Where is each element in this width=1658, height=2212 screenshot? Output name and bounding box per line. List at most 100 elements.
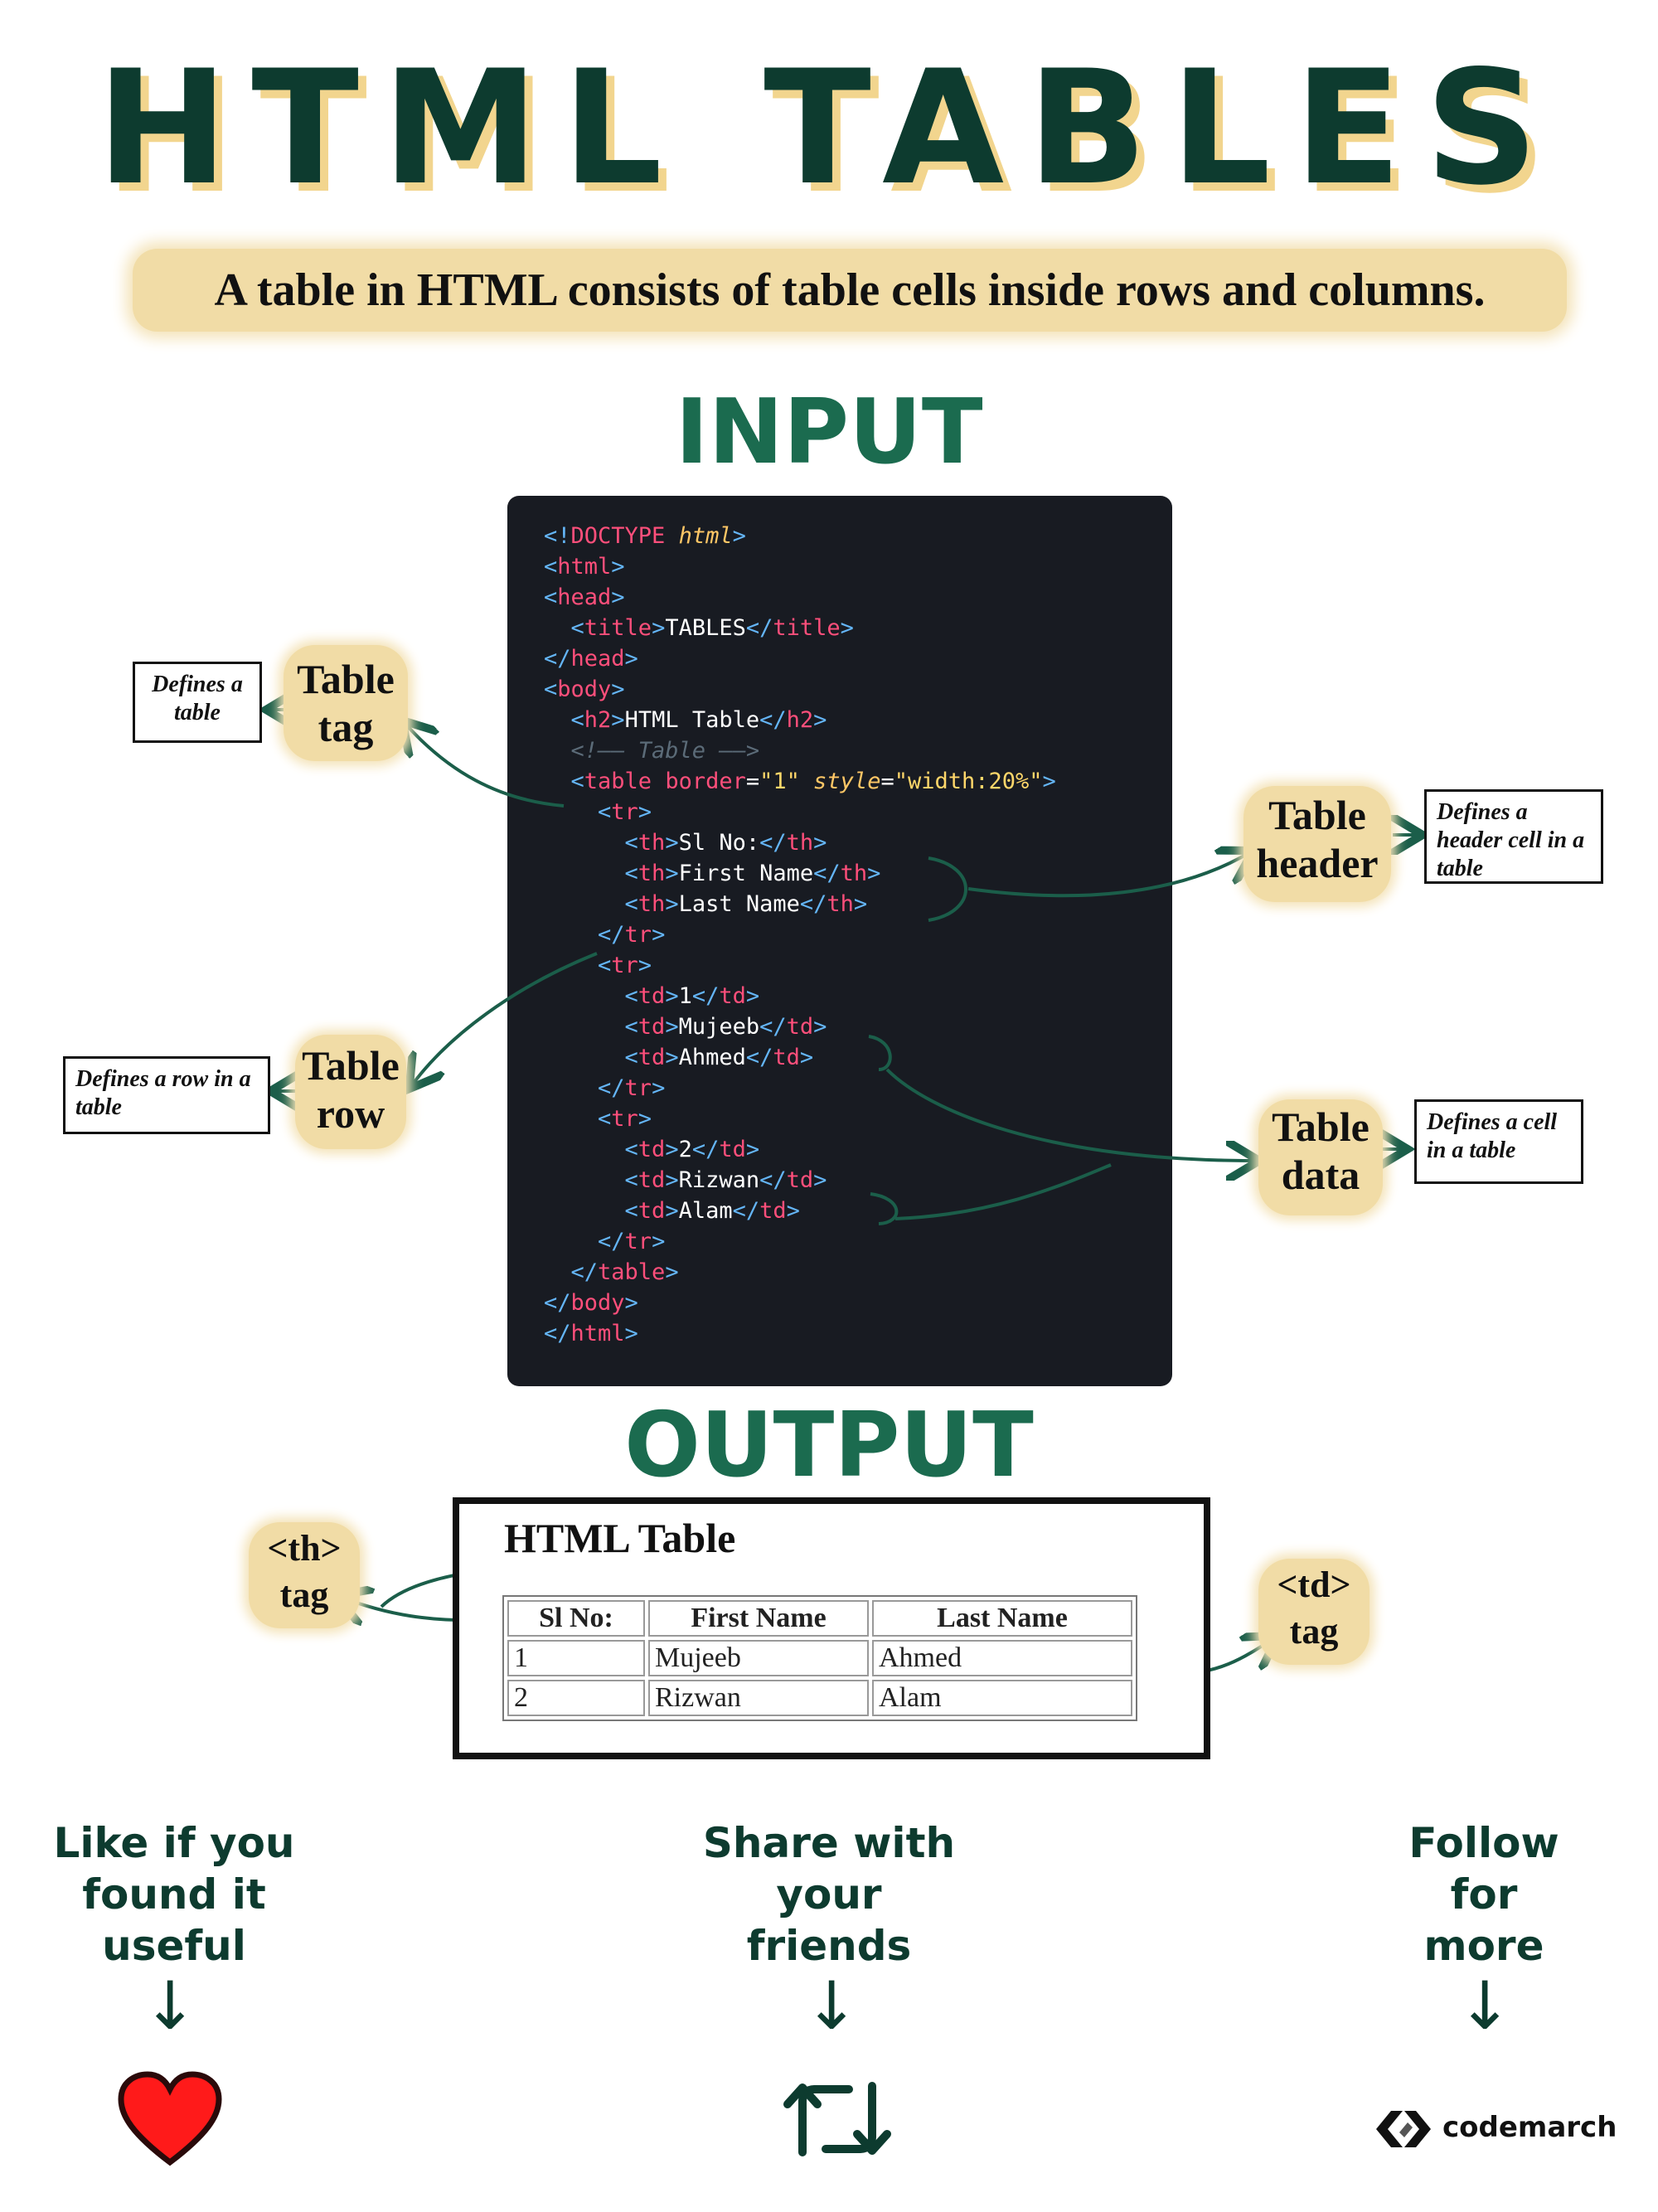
cta-follow: Follow for more <box>1343 1817 1625 1972</box>
code-token: tr <box>611 1106 638 1132</box>
code-token: table <box>598 1259 666 1285</box>
code-token: < <box>544 615 584 641</box>
label-table-data-l2: data <box>1281 1152 1360 1198</box>
label-table-data: Table data <box>1258 1103 1383 1199</box>
code-token: > <box>611 707 625 733</box>
code-line: <td>Ahmed</td> <box>544 1042 814 1073</box>
code-token: > <box>786 1198 800 1224</box>
label-th-tag-l2: tag <box>279 1574 329 1615</box>
code-token: td <box>786 1014 814 1040</box>
label-table-data-bg <box>1258 1099 1383 1215</box>
cta-like-l1: Like if you <box>53 1819 295 1867</box>
code-line: <tr> <box>544 797 652 827</box>
code-token: > <box>867 861 881 886</box>
code-token: < <box>544 769 584 794</box>
bracket-th <box>928 856 967 922</box>
code-token: title <box>773 615 841 641</box>
code-token: > <box>611 554 625 580</box>
code-line: </head> <box>544 643 638 674</box>
code-token: > <box>638 1106 652 1132</box>
repost-icon[interactable] <box>779 2069 895 2169</box>
code-token: < <box>544 861 638 886</box>
code-token: > <box>665 983 679 1009</box>
arrow-down-icon: ↓ <box>1457 1967 1513 2045</box>
label-table-header-l2: header <box>1256 840 1379 886</box>
label-table-tag-bg <box>284 645 408 761</box>
code-token: head <box>557 585 612 610</box>
code-token: </ <box>691 983 720 1009</box>
code-token: td <box>638 1137 666 1162</box>
code-token: > <box>652 1229 666 1254</box>
code-token: td <box>638 1014 666 1040</box>
code-token: > <box>665 830 679 856</box>
heart-icon[interactable] <box>116 2069 224 2169</box>
code-token: Ahmed <box>678 1045 746 1070</box>
cta-share: Share with your friends <box>688 1817 970 1972</box>
page-title: HTML TABLES <box>96 36 1562 220</box>
code-token: > <box>813 1167 827 1193</box>
code-token: td <box>759 1198 787 1224</box>
code-token: style <box>813 769 881 794</box>
code-line: <!—— Table ——> <box>544 735 760 766</box>
code-token: > <box>745 1137 760 1162</box>
def-table-row: Defines a row in a table <box>63 1056 270 1134</box>
code-token: 1 <box>678 983 692 1009</box>
table-row: 2 Rizwan Alam <box>507 1680 1132 1716</box>
cta-share-l3: friends <box>746 1922 912 1970</box>
code-token: Mujeeb <box>678 1014 760 1040</box>
code-token: Last Name <box>678 891 800 917</box>
cta-follow-l3: more <box>1423 1922 1544 1970</box>
code-token: = <box>880 769 894 794</box>
code-token: </ <box>759 830 787 856</box>
label-table-header-l1: Table <box>1268 792 1366 838</box>
code-token: < <box>544 1137 638 1162</box>
code-line: <th>Last Name</th> <box>544 889 868 919</box>
code-line: <td>Rizwan</td> <box>544 1165 827 1196</box>
table-cell: Alam <box>872 1680 1132 1716</box>
code-line: <!DOCTYPE html> <box>544 521 746 551</box>
cta-like: Like if you found it useful <box>33 1817 315 1972</box>
label-table-tag-l2: tag <box>318 704 374 750</box>
cta-share-l2: your <box>776 1870 882 1919</box>
code-token: HTML Table <box>624 707 760 733</box>
bracket-td-2 <box>870 1192 899 1225</box>
label-td-tag: <td> tag <box>1258 1562 1370 1655</box>
code-token: > <box>799 1045 814 1070</box>
code-token: > <box>665 861 679 886</box>
code-token: > <box>611 677 625 702</box>
table-cell: Ahmed <box>872 1640 1132 1676</box>
code-line: <th>First Name</th> <box>544 858 881 889</box>
code-token: th <box>638 830 666 856</box>
code-token: head <box>570 646 625 672</box>
code-token: </ <box>691 1137 720 1162</box>
brand-logo[interactable]: codemarch <box>1374 2104 1623 2154</box>
code-token: td <box>638 1198 666 1224</box>
code-line: </html> <box>544 1318 638 1349</box>
table-cell: Rizwan <box>648 1680 869 1716</box>
cta-like-l2: found it <box>82 1870 266 1919</box>
code-token: tr <box>624 1075 652 1101</box>
code-token: < <box>544 891 638 917</box>
code-token: < <box>544 585 558 610</box>
code-token: <! <box>544 523 571 549</box>
code-token: </ <box>745 1045 773 1070</box>
code-token: > <box>665 1045 679 1070</box>
code-token: > <box>665 1167 679 1193</box>
arrow-table-tag <box>405 723 565 808</box>
def-table-tag: Defines a table <box>133 662 262 743</box>
label-table-tag: Table tag <box>284 655 408 751</box>
code-line: <head> <box>544 582 625 613</box>
label-table-row: Table row <box>295 1041 406 1138</box>
code-token: th <box>840 861 868 886</box>
code-token: < <box>544 1106 612 1132</box>
code-token: < <box>544 1198 638 1224</box>
code-token: </ <box>813 861 841 886</box>
code-token: th <box>638 861 666 886</box>
code-token: title <box>584 615 652 641</box>
code-token: html <box>557 554 612 580</box>
input-heading: INPUT <box>675 381 983 484</box>
subtitle-highlight <box>133 249 1567 332</box>
th-last-name: Last Name <box>872 1600 1132 1637</box>
bracket-td-1 <box>868 1035 892 1071</box>
code-token: th <box>827 891 854 917</box>
